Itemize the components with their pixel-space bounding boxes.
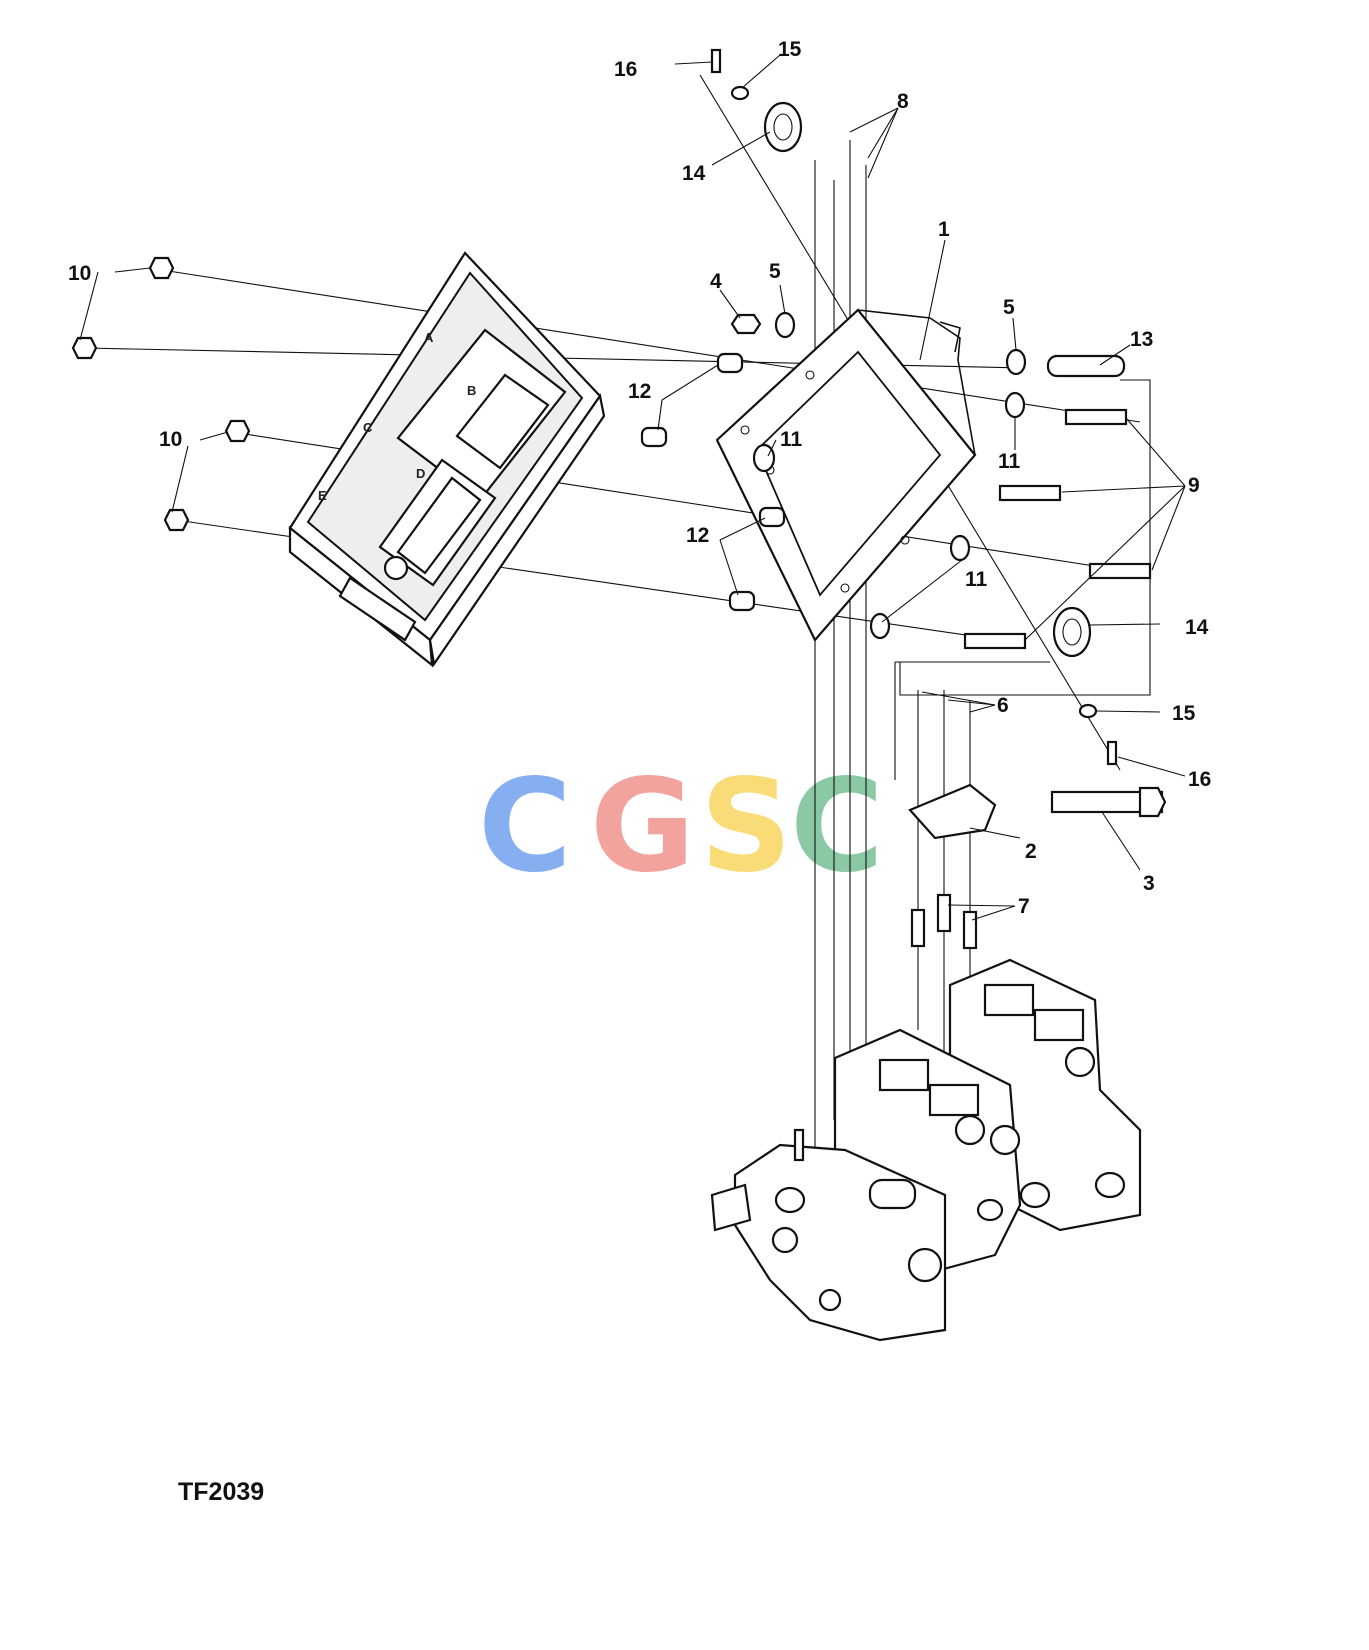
- connector-label-b: B: [467, 383, 476, 398]
- callout-9: 9: [1188, 474, 1200, 497]
- callout-14-right: 14: [1185, 616, 1209, 639]
- hydraulic-valve-assembly: [710, 958, 1142, 1342]
- connector-label-e: E: [318, 488, 327, 503]
- callout-labels: 1 2 3 4 5 5 6 7 8 9 10 10 11 11 11 12 12…: [68, 38, 1211, 918]
- callout-16-right: 16: [1188, 768, 1211, 791]
- connector-label-d: D: [416, 466, 425, 481]
- watermark-letter-3: S: [700, 752, 792, 901]
- callout-5-left: 5: [769, 260, 781, 283]
- connector-label-a: A: [424, 330, 434, 345]
- watermark-letter-2: G: [590, 752, 695, 901]
- figure-id-label: TF2039: [178, 1478, 265, 1506]
- callout-6: 6: [997, 694, 1009, 717]
- connector-label-c: C: [363, 420, 373, 435]
- callout-4: 4: [710, 270, 722, 293]
- callout-8: 8: [897, 90, 909, 113]
- callout-15-top: 15: [778, 38, 802, 61]
- callout-7: 7: [1018, 895, 1030, 918]
- callout-3: 3: [1143, 872, 1155, 895]
- control-unit: A B C D E: [288, 251, 606, 668]
- callout-10-top: 10: [68, 262, 91, 285]
- fasteners: [71, 48, 1167, 950]
- callout-13: 13: [1130, 328, 1153, 351]
- watermark-letter-4: C: [790, 752, 884, 901]
- watermark-letter-1: C: [478, 752, 572, 901]
- callout-leaders: [79, 54, 1186, 921]
- callout-14-top: 14: [682, 162, 706, 185]
- callout-16-top: 16: [614, 58, 637, 81]
- callout-10-bottom: 10: [159, 428, 182, 451]
- callout-2: 2: [1025, 840, 1037, 863]
- callout-11-right: 11: [998, 450, 1021, 473]
- callout-12-top: 12: [628, 380, 651, 403]
- callout-5-right: 5: [1003, 296, 1015, 319]
- callout-1: 1: [938, 218, 950, 241]
- callout-11-center: 11: [780, 428, 803, 451]
- callout-15-right: 15: [1172, 702, 1196, 725]
- mounting-bracket: [715, 308, 977, 642]
- callout-12-bottom: 12: [686, 524, 709, 547]
- callout-11-lower: 11: [965, 568, 988, 591]
- watermark: C G S C: [478, 752, 884, 901]
